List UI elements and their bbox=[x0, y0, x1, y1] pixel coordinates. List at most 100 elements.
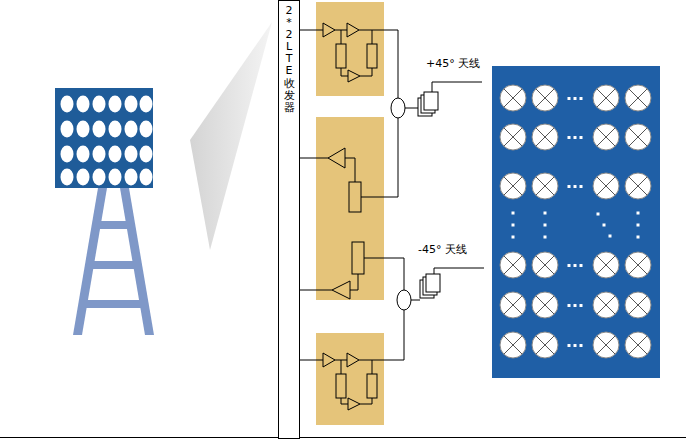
antenna-array bbox=[536, 89, 554, 107]
antenna-array bbox=[512, 212, 515, 215]
circuit-wires bbox=[359, 310, 404, 360]
antenna-array bbox=[597, 128, 615, 146]
circuit-wires bbox=[372, 360, 373, 374]
antenna-panel bbox=[77, 121, 90, 138]
amplifier-symbol bbox=[323, 353, 335, 367]
antenna-array bbox=[568, 185, 571, 188]
antenna-array bbox=[536, 336, 554, 354]
antenna-array bbox=[574, 136, 577, 139]
circuit-wires bbox=[360, 398, 372, 404]
antenna-panel bbox=[61, 96, 74, 113]
circuit-wires bbox=[341, 68, 348, 76]
antenna-array bbox=[629, 128, 647, 146]
antenna-array bbox=[597, 177, 615, 195]
baseline bbox=[0, 437, 686, 438]
circuit-wires bbox=[372, 30, 373, 44]
circuit-wires bbox=[411, 300, 420, 301]
tower bbox=[92, 261, 139, 269]
antenna-array bbox=[637, 236, 640, 239]
antenna-array bbox=[574, 264, 577, 267]
antenna-array bbox=[597, 256, 615, 274]
antenna-panel bbox=[61, 146, 74, 163]
antenna-array bbox=[629, 336, 647, 354]
antenna-array bbox=[504, 256, 522, 274]
node-text: 2*2LTE 收发器 bbox=[284, 5, 295, 438]
antenna-array bbox=[492, 66, 660, 378]
antenna-panel bbox=[93, 146, 106, 163]
antenna-array bbox=[580, 264, 583, 267]
antenna-array bbox=[597, 213, 600, 216]
antenna-array bbox=[504, 336, 522, 354]
resistor-symbol bbox=[367, 374, 377, 398]
antenna-array bbox=[593, 252, 619, 278]
transceiver-bar: 2*2LTE 收发器 bbox=[278, 0, 300, 439]
antenna-array bbox=[593, 124, 619, 150]
antenna-panel bbox=[125, 121, 138, 138]
antenna-label: +45° 天线 bbox=[426, 57, 480, 70]
antenna-array bbox=[536, 177, 554, 195]
antenna-array bbox=[574, 185, 577, 188]
tower bbox=[86, 300, 146, 308]
antenna-array bbox=[504, 296, 522, 314]
circuit-wires bbox=[364, 258, 404, 290]
antenna-array bbox=[629, 296, 647, 314]
antenna-array bbox=[536, 256, 554, 274]
antenna-array bbox=[609, 235, 612, 238]
antenna-array bbox=[512, 97, 640, 347]
antenna-array bbox=[568, 264, 571, 267]
antenna-array bbox=[504, 128, 522, 146]
antenna-array bbox=[597, 336, 615, 354]
antenna-array bbox=[504, 296, 522, 314]
circuit-wires bbox=[405, 108, 418, 109]
antenna-array bbox=[536, 177, 554, 195]
antenna-array bbox=[597, 256, 615, 274]
antenna-array bbox=[504, 177, 522, 195]
antenna-array bbox=[597, 89, 615, 107]
antenna-panel bbox=[77, 146, 90, 163]
antenna-array bbox=[593, 332, 619, 358]
antenna-array bbox=[504, 336, 522, 354]
amplifier-box bbox=[316, 2, 384, 425]
antenna-array bbox=[568, 304, 571, 307]
antenna-array bbox=[532, 173, 558, 199]
tower bbox=[73, 188, 154, 335]
antenna-array bbox=[536, 296, 554, 314]
resistor-symbol bbox=[336, 44, 377, 398]
circuit-wires bbox=[341, 30, 342, 44]
connector-symbol bbox=[426, 274, 440, 292]
resistor-symbol bbox=[336, 374, 346, 398]
antenna-array bbox=[536, 296, 554, 314]
amplifier-box bbox=[316, 333, 384, 425]
antenna-array bbox=[504, 177, 522, 195]
antenna-array bbox=[500, 252, 526, 278]
antenna-array bbox=[500, 332, 526, 358]
combiner-circle bbox=[397, 290, 411, 310]
resistor-symbol bbox=[352, 242, 364, 274]
circuit-wires bbox=[300, 360, 323, 361]
antenna-array bbox=[504, 256, 522, 274]
antenna-array bbox=[568, 136, 571, 139]
antenna-array bbox=[597, 296, 615, 314]
antenna-array bbox=[593, 173, 619, 199]
antenna-array bbox=[500, 173, 526, 199]
antenna-panel bbox=[125, 169, 138, 186]
antenna-array bbox=[512, 224, 515, 227]
antenna-array bbox=[625, 173, 651, 199]
antenna-array bbox=[629, 89, 647, 107]
combiner-circle bbox=[391, 98, 405, 118]
resistor-symbol bbox=[367, 44, 377, 68]
antenna-panel bbox=[61, 121, 74, 138]
antenna-array bbox=[536, 256, 554, 274]
antenna-array bbox=[629, 256, 647, 274]
circuit-wires bbox=[345, 158, 355, 182]
antenna-array bbox=[504, 128, 522, 146]
antenna-panel bbox=[140, 146, 153, 163]
circuit-wires bbox=[300, 290, 332, 291]
circuit-wires bbox=[434, 268, 484, 274]
amplifier-symbol bbox=[348, 398, 360, 410]
circuit-wires bbox=[361, 118, 398, 197]
antenna-array bbox=[532, 85, 558, 111]
antenna-array bbox=[580, 97, 583, 100]
antenna-array bbox=[574, 344, 577, 347]
